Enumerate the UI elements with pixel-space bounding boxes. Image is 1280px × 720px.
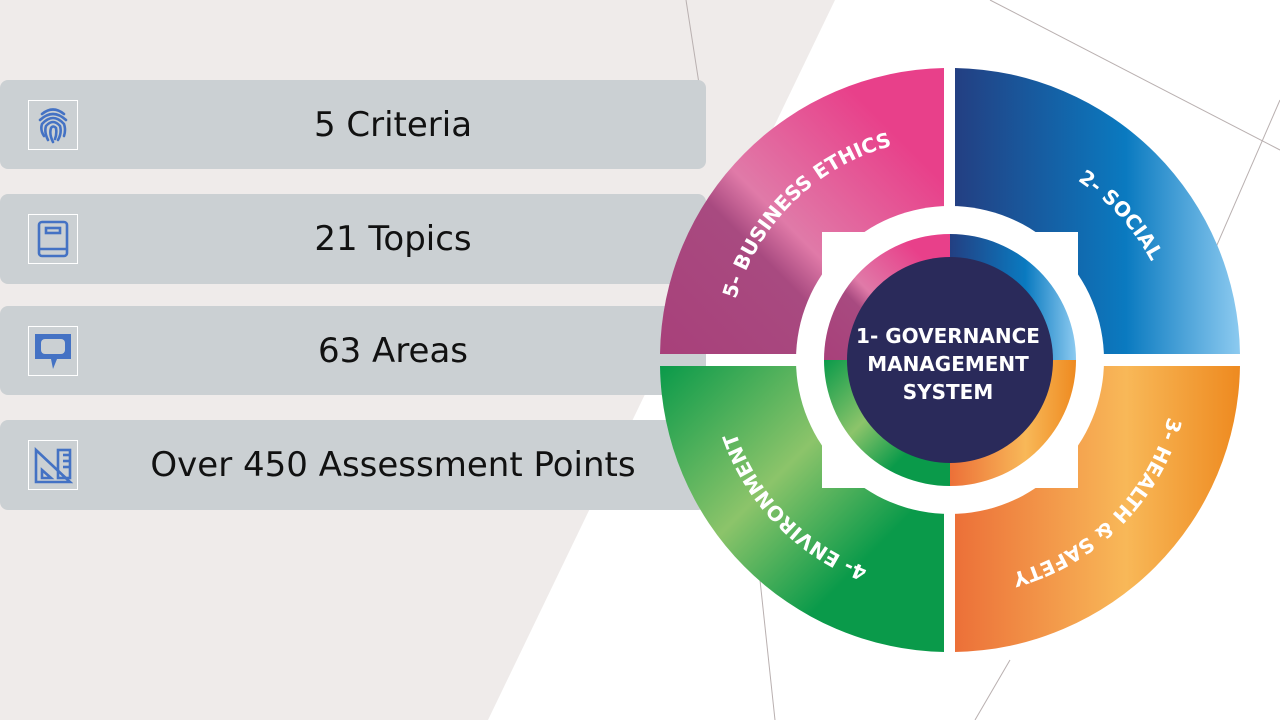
stat-card-areas: 63 Areas — [0, 306, 706, 395]
stat-label: 21 Topics — [314, 219, 472, 259]
fingerprint-icon — [28, 99, 78, 150]
book-icon — [28, 214, 78, 264]
ruler-triangle-icon — [28, 440, 78, 490]
stat-label: Over 450 Assessment Points — [150, 445, 636, 485]
stat-card-criteria: 5 Criteria — [0, 80, 706, 169]
center-label-line-3: SYSTEM — [903, 380, 994, 404]
stat-label: 63 Areas — [317, 330, 469, 371]
stat-label: 5 Criteria — [313, 104, 473, 145]
governance-center — [847, 257, 1053, 463]
stat-card-topics: 21 Topics — [0, 194, 706, 284]
speech-bubble-icon — [28, 325, 78, 376]
center-label-line-1: 1- GOVERNANCE — [856, 324, 1040, 348]
center-label-line-2: MANAGEMENT — [867, 352, 1029, 376]
stat-card-assessment-points: Over 450 Assessment Points — [0, 420, 706, 510]
